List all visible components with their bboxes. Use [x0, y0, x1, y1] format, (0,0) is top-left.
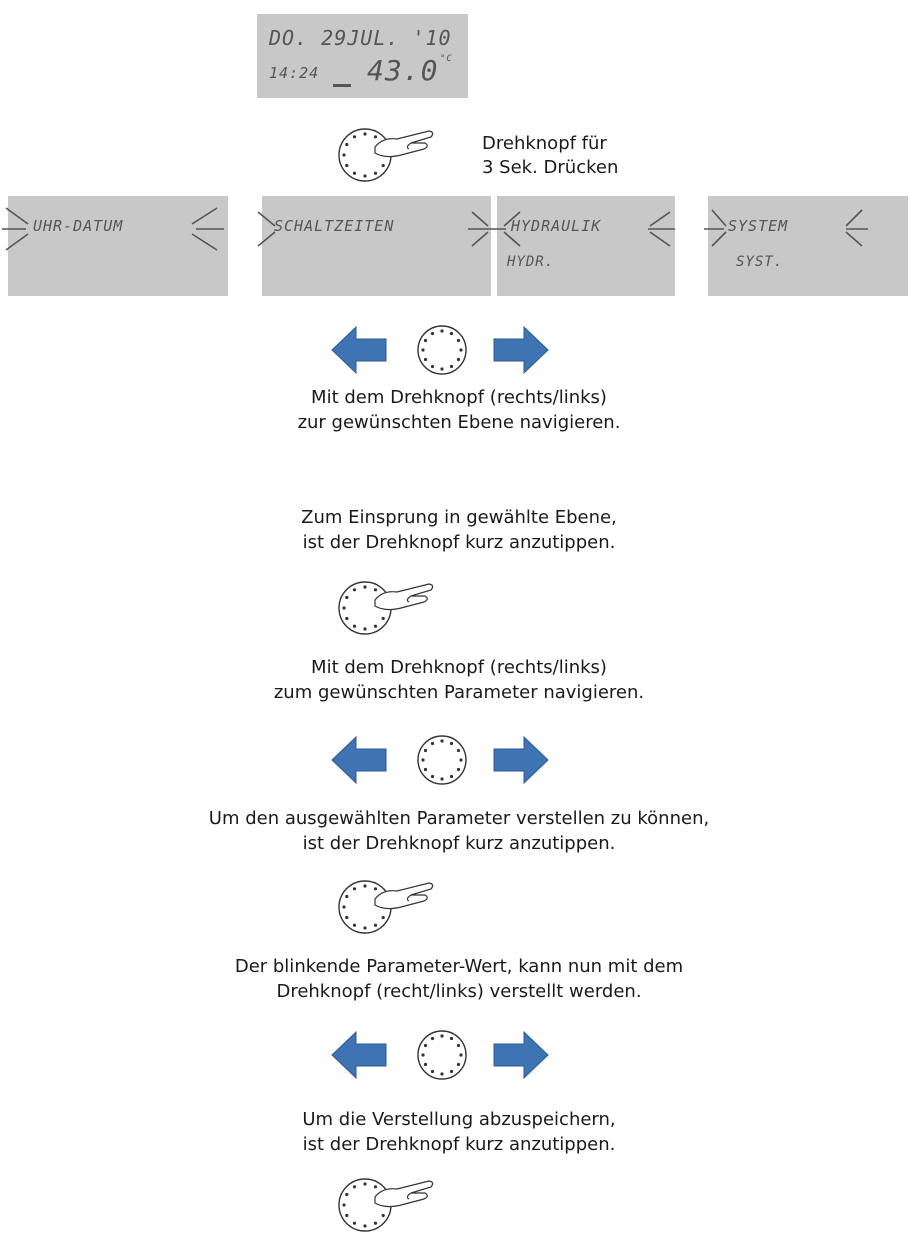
blink-mark-group	[2, 207, 868, 251]
menu-panel-label: SYSTEM	[728, 217, 789, 235]
step-adjust-value: Der blinkende Parameter-Wert, kann nun m…	[0, 954, 918, 1004]
step-line: zur gewünschten Ebene navigieren.	[297, 412, 621, 433]
lcd-temperature-unit: °C	[440, 54, 453, 64]
step-line: zum gewünschten Parameter navigieren.	[273, 682, 645, 703]
pointing-hand-icon	[374, 882, 434, 910]
step-line: Um den ausgewählten Parameter verstellen…	[208, 808, 710, 829]
rotary-knob-icon	[417, 1030, 467, 1080]
step-line: Mit dem Drehknopf (rechts/links)	[311, 387, 607, 408]
step-select-param: Um den ausgewählten Parameter verstellen…	[0, 806, 918, 856]
menu-panel-label: UHR-DATUM	[33, 217, 124, 235]
step-enter-level: Zum Einsprung in gewählte Ebene, ist der…	[0, 505, 918, 555]
step-save: Um die Verstellung abzuspeichern, ist de…	[0, 1107, 918, 1157]
menu-panel-uhr-datum: UHR-DATUM	[8, 196, 228, 296]
rotary-knob-icon	[338, 128, 434, 182]
rotary-knob-icon	[417, 735, 467, 785]
step-navigate-param: Mit dem Drehknopf (rechts/links) zum gew…	[0, 655, 918, 705]
knob-press-icon	[338, 880, 434, 934]
step-line: Der blinkende Parameter-Wert, kann nun m…	[234, 956, 684, 977]
arrow-left-icon	[331, 1030, 387, 1080]
arrow-left-icon	[331, 325, 387, 375]
menu-panel-sub: HYDR.	[507, 254, 555, 270]
pointing-hand-icon	[374, 130, 434, 158]
menu-panel-schaltzeiten: SCHALTZEITEN	[262, 196, 491, 296]
press-note-line-2: 3 Sek. Drücken	[482, 157, 619, 178]
knob-press-icon	[338, 1178, 434, 1232]
pointing-hand-icon	[374, 583, 434, 611]
blink-marks	[2, 207, 868, 251]
arrow-right-icon	[493, 1030, 549, 1080]
arrow-right-icon	[493, 325, 549, 375]
press-note-line-1: Drehknopf für	[482, 133, 607, 154]
pointing-hand-icon	[374, 1180, 434, 1208]
menu-panel-sub: SYST.	[736, 254, 784, 270]
menu-panel-hydraulik: HYDRAULIK HYDR.	[497, 196, 675, 296]
menu-panel-system: SYSTEM SYST.	[708, 196, 908, 296]
press-note: Drehknopf für 3 Sek. Drücken	[482, 132, 618, 180]
knob-press-icon	[338, 581, 434, 635]
menu-panel-label: HYDRAULIK	[511, 217, 602, 235]
rotary-knob-icon	[417, 325, 467, 375]
lcd-cursor	[333, 84, 351, 87]
arrow-left-icon	[331, 735, 387, 785]
step-line: ist der Drehknopf kurz anzutippen.	[302, 833, 616, 854]
step-line: Um die Verstellung abzuspeichern,	[302, 1109, 616, 1130]
lcd-temperature-value: 43.0	[367, 54, 439, 87]
arrow-right-icon	[493, 735, 549, 785]
step-navigate-level: Mit dem Drehknopf (rechts/links) zur gew…	[0, 385, 918, 435]
main-lcd-display: DO. 29JUL. '10 14:24 43.0 °C	[257, 14, 468, 98]
menu-panel-label: SCHALTZEITEN	[274, 217, 395, 235]
step-line: ist der Drehknopf kurz anzutippen.	[302, 532, 616, 553]
lcd-time: 14:24	[269, 64, 320, 82]
step-line: Mit dem Drehknopf (rechts/links)	[311, 657, 607, 678]
step-line: Drehknopf (recht/links) verstellt werden…	[276, 981, 642, 1002]
lcd-date-line: DO. 29JUL. '10	[269, 26, 452, 50]
step-line: ist der Drehknopf kurz anzutippen.	[302, 1134, 616, 1155]
step-line: Zum Einsprung in gewählte Ebene,	[301, 507, 617, 528]
